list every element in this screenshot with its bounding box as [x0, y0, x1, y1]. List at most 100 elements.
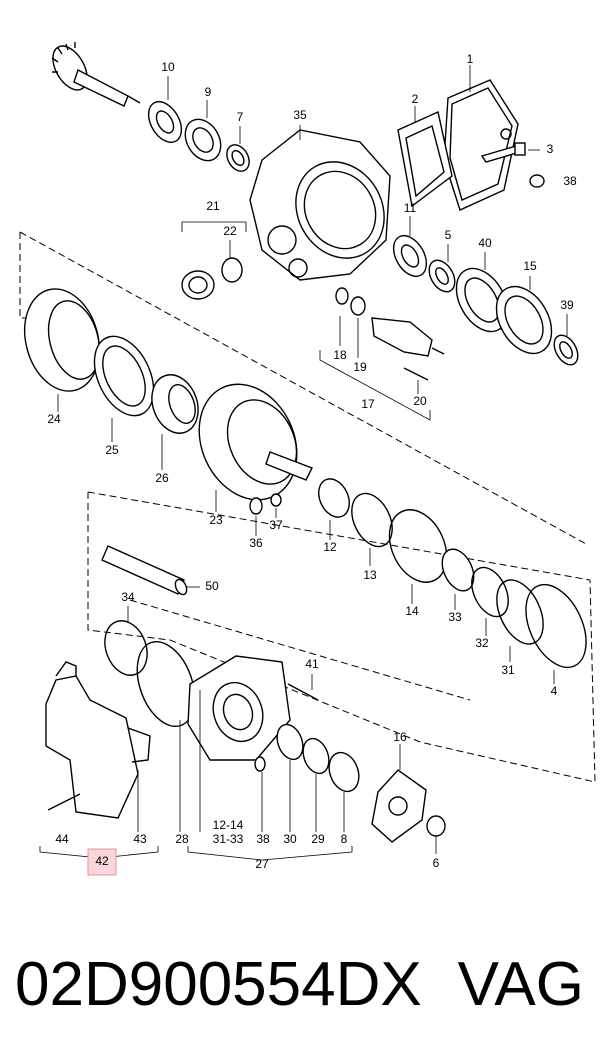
callout-29: 29	[311, 832, 325, 846]
callout-37: 37	[269, 518, 283, 532]
callout-31-33: 31-33	[213, 832, 244, 846]
exploded-parts-diagram: 1 2 3 38 35 10 9 7 21 22 11 5 40 15 39 2…	[19, 42, 596, 876]
part-23-housing	[198, 383, 313, 501]
callout-25: 25	[105, 443, 119, 457]
assembly-frame-lower	[87, 491, 596, 783]
part-22-ring	[221, 257, 243, 283]
callout-27: 27	[255, 857, 269, 871]
part-34-disc	[104, 620, 148, 676]
input-shaft	[51, 42, 141, 107]
part-3-bolt	[480, 142, 526, 163]
callout-43: 43	[133, 832, 147, 846]
callout-20: 20	[413, 394, 427, 408]
callout-22: 22	[223, 224, 237, 238]
callout-41: 41	[305, 657, 319, 671]
callout-36: 36	[249, 536, 263, 550]
leader-lines	[39, 65, 568, 861]
part-38-plug-lower	[254, 756, 266, 772]
callout-18: 18	[333, 348, 347, 362]
callout-30: 30	[283, 832, 297, 846]
part-25-disc	[93, 335, 155, 417]
part-8-seal	[328, 751, 360, 793]
callout-5: 5	[445, 228, 452, 242]
part-40-disc	[455, 267, 509, 333]
part-5-bearing	[428, 259, 456, 293]
part-number: 02D900554DX	[15, 950, 422, 1019]
part-31-ring	[496, 579, 544, 645]
callout-3: 3	[547, 142, 554, 156]
callout-8: 8	[341, 832, 348, 846]
part-30-seal	[276, 723, 304, 761]
callout-50: 50	[205, 579, 219, 593]
callout-39: 39	[560, 298, 574, 312]
callout-13: 13	[363, 568, 377, 582]
assembly-frame-upper-edge	[19, 231, 589, 546]
callout-21: 21	[206, 199, 220, 213]
part-2-gasket	[397, 111, 453, 208]
part-37-pin	[270, 493, 282, 507]
assembly-frame-mid	[129, 599, 471, 701]
part-44-screw	[47, 793, 81, 811]
part-41-bolt	[287, 683, 319, 701]
callout-38: 38	[563, 174, 577, 188]
part-12-ring	[318, 478, 350, 518]
part-28-ring	[136, 641, 196, 727]
part-19-ring	[350, 296, 366, 316]
callout-1: 1	[467, 52, 474, 66]
part-4-ring	[525, 583, 587, 669]
part-21-gear	[181, 270, 215, 300]
callout-16: 16	[393, 730, 407, 744]
part-29-circlip	[302, 737, 330, 775]
part-13-ring	[351, 492, 393, 548]
part-10-bearing	[147, 101, 183, 143]
part-15-disc	[495, 285, 553, 355]
callout-labels: 1 2 3 38 35 10 9 7 21 22 11 5 40 15 39 2…	[47, 52, 577, 871]
callout-26: 26	[155, 471, 169, 485]
brand-label: VAG	[457, 950, 584, 1019]
part-6-nut	[426, 815, 446, 837]
callout-24: 24	[47, 412, 61, 426]
callout-11: 11	[404, 201, 417, 215]
callout-6: 6	[433, 856, 440, 870]
part-42-highlight	[87, 848, 117, 876]
part-14-ring	[388, 509, 448, 583]
part-11-bearing	[392, 235, 428, 277]
part-50-shaft	[101, 545, 188, 596]
part-26-hub	[151, 374, 199, 434]
callout-23: 23	[209, 513, 223, 527]
callout-32: 32	[475, 636, 489, 650]
callout-33: 33	[448, 610, 462, 624]
part-18-ring	[335, 287, 349, 305]
footer: 02D900554DX VAG	[0, 930, 600, 1040]
callout-28: 28	[175, 832, 189, 846]
part-7-sleeve	[226, 144, 250, 172]
callout-31: 31	[501, 663, 515, 677]
part-35-housing	[249, 129, 391, 281]
part-20-screw	[403, 367, 429, 381]
part-39-needle-bearing	[553, 334, 579, 366]
part-42-control-unit	[45, 661, 151, 819]
part-9-bearing	[184, 118, 222, 162]
part-17-solenoid	[371, 317, 445, 357]
part-38-plug	[529, 174, 545, 188]
callout-15: 15	[523, 259, 537, 273]
part-1-cover	[443, 79, 519, 211]
callout-4: 4	[551, 684, 558, 698]
callout-7: 7	[237, 110, 244, 124]
callout-14: 14	[405, 604, 419, 618]
callout-40: 40	[478, 236, 492, 250]
callout-38-lower: 38	[256, 832, 270, 846]
callout-19: 19	[353, 360, 367, 374]
callout-42: 42	[95, 854, 109, 868]
part-32-ring	[471, 566, 509, 618]
part-36-bushing	[249, 497, 263, 515]
callout-12: 12	[323, 540, 337, 554]
callout-34: 34	[121, 590, 135, 604]
callout-12-14: 12-14	[213, 818, 244, 832]
callout-10: 10	[161, 60, 175, 74]
callout-2: 2	[412, 92, 419, 106]
part-24-ring-gear	[24, 288, 101, 392]
part-27-pump-body	[187, 655, 291, 761]
callout-44: 44	[55, 832, 69, 846]
callout-9: 9	[205, 85, 212, 99]
